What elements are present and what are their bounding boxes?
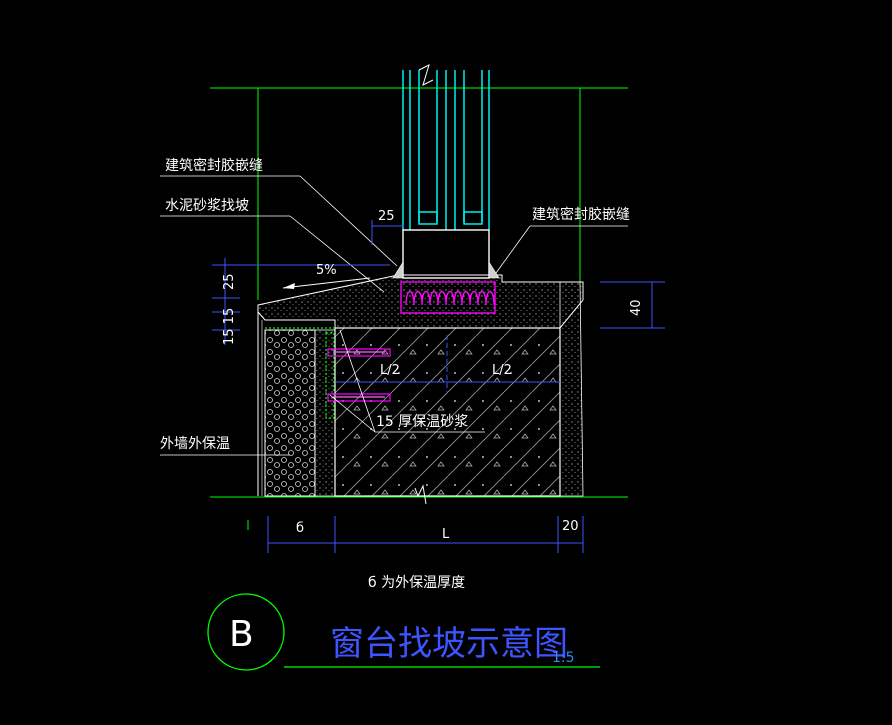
break-symbol-bottom (414, 484, 427, 505)
sealant-beads (392, 260, 500, 279)
slope-arrow (282, 277, 371, 289)
dim-25-left: 25 (222, 273, 237, 290)
detail-symbol-letter: B (229, 614, 254, 655)
dim-15-15: 15 15 (222, 308, 237, 345)
mortar-slope-layer (257, 274, 584, 329)
label-ext-insulation: 外墙外保温 (160, 436, 230, 452)
label-sealant-left: 建筑密封胶嵌缝 (165, 157, 263, 174)
dim-25-top: 25 (378, 209, 395, 224)
label-insulation-mortar: 15 厚保温砂浆 (376, 414, 468, 430)
window-frame (402, 64, 490, 279)
dim-delta: б (296, 521, 304, 536)
external-insulation (257, 312, 336, 497)
label-half-left: L/2 (380, 363, 400, 378)
label-sealant-right: 建筑密封胶嵌缝 (532, 206, 630, 223)
label-slope-pct: 5% (316, 263, 337, 278)
dim-L: L (442, 527, 450, 542)
dimension-lines (212, 220, 665, 553)
gasket (400, 281, 496, 314)
drawing-scale: 1:5 (552, 650, 575, 666)
note-insulation-thickness: б 为外保温厚度 (368, 575, 465, 591)
detail-symbol-circle (207, 593, 285, 671)
label-mortar-slope: 水泥砂浆找坡 (165, 198, 249, 214)
slope-arrowhead (283, 283, 295, 289)
drawing-title: 窗台找坡示意图 (330, 624, 568, 664)
anchor-bolts (327, 348, 391, 402)
leader-lines (160, 175, 628, 456)
dim-20: 20 (562, 519, 579, 534)
label-half-right: L/2 (492, 363, 512, 378)
dim-40: 40 (629, 299, 644, 316)
